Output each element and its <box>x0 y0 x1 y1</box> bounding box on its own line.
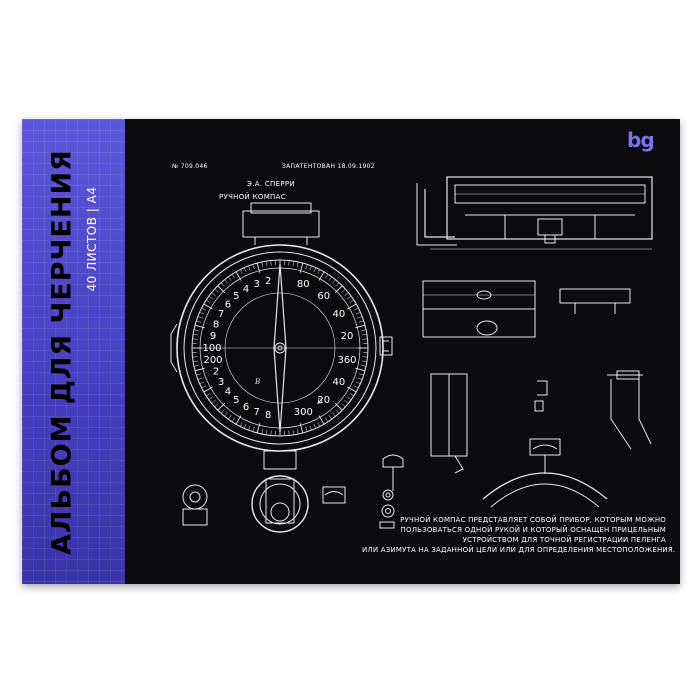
description-line: ПОЛЬЗОВАТЬСЯ ОДНОЙ РУКОЙ И КОТОРЫЙ ОСНАЩ… <box>400 526 666 534</box>
dial-number-right: 60 <box>317 291 330 302</box>
description-line: ИЛИ АЗИМУТА НА ЗАДАННОЙ ЦЕЛИ ИЛИ ДЛЯ ОПР… <box>362 546 676 554</box>
small-parts-drawing <box>182 454 404 529</box>
dial-letter-b: B <box>254 378 260 386</box>
compass-drawing <box>170 202 393 533</box>
dial-number-right: 80 <box>297 279 310 290</box>
patent-author: Э.А. СПЕРРИ <box>247 180 295 188</box>
dial-number-left: 7 <box>254 407 260 418</box>
dial-number-left: 5 <box>233 291 239 302</box>
dial-number-left: 9 <box>210 331 216 342</box>
dial-number-left: 4 <box>225 387 231 398</box>
dial-number-left: 4 <box>243 284 249 295</box>
dial-number-left: 5 <box>233 395 239 406</box>
album-subtitle: 40 ЛИСТОВ | А4 <box>85 186 99 292</box>
blueprint-illustration: 234567891002002345678806040203604020300 … <box>170 176 653 533</box>
dial-number-right: 360 <box>337 355 356 366</box>
dial-number-left: 8 <box>265 410 271 421</box>
dial-number-left: 3 <box>218 377 224 388</box>
dial-number-left: 7 <box>218 309 224 320</box>
description-line: РУЧНОЙ КОМПАС ПРЕДСТАВЛЯЕТ СОБОЙ ПРИБОР,… <box>400 516 666 524</box>
patent-date: ЗАПАТЕНТОВАН 18.09.1902 <box>282 163 375 170</box>
dial-number-left: 200 <box>203 355 222 366</box>
dial-number-left: 2 <box>213 366 219 377</box>
brand-logo: bg <box>627 128 655 152</box>
patent-number: № 709.046 <box>172 163 208 170</box>
album-title: АЛЬБОМ ДЛЯ ЧЕРЧЕНИЯ <box>46 149 78 555</box>
description-line: УСТРОЙСТВОМ ДЛЯ ТОЧНОЙ РЕГИСТРАЦИИ ПЕЛЕН… <box>462 536 666 544</box>
dial-number-left: 6 <box>243 402 249 413</box>
slide-mechanism-drawing <box>422 280 631 338</box>
dial-number-left: 8 <box>213 320 219 331</box>
sight-drawing <box>430 370 652 474</box>
description-text: РУЧНОЙ КОМПАС ПРЕДСТАВЛЯЕТ СОБОЙ ПРИБОР,… <box>362 515 676 555</box>
arc-drawing <box>482 438 608 508</box>
dial-number-right: 300 <box>294 407 313 418</box>
dial-number-left: 3 <box>254 279 260 290</box>
dial-letter-d: D <box>316 398 323 406</box>
dial-number-left: 100 <box>202 343 221 354</box>
dial-number-right: 20 <box>341 331 354 342</box>
cover-spine-band <box>22 119 125 584</box>
cross-section-drawing <box>416 176 653 250</box>
dial-number-left: 6 <box>225 299 231 310</box>
dial-number-right: 40 <box>333 377 346 388</box>
patent-device-name: РУЧНОЙ КОМПАС <box>219 193 286 201</box>
dial-number-right: 40 <box>333 309 346 320</box>
dial-number-left: 2 <box>265 276 271 287</box>
dial-number-right: 20 <box>317 395 330 406</box>
drawing-album-cover: АЛЬБОМ ДЛЯ ЧЕРЧЕНИЯ 40 ЛИСТОВ | А4 bg <box>22 119 680 584</box>
